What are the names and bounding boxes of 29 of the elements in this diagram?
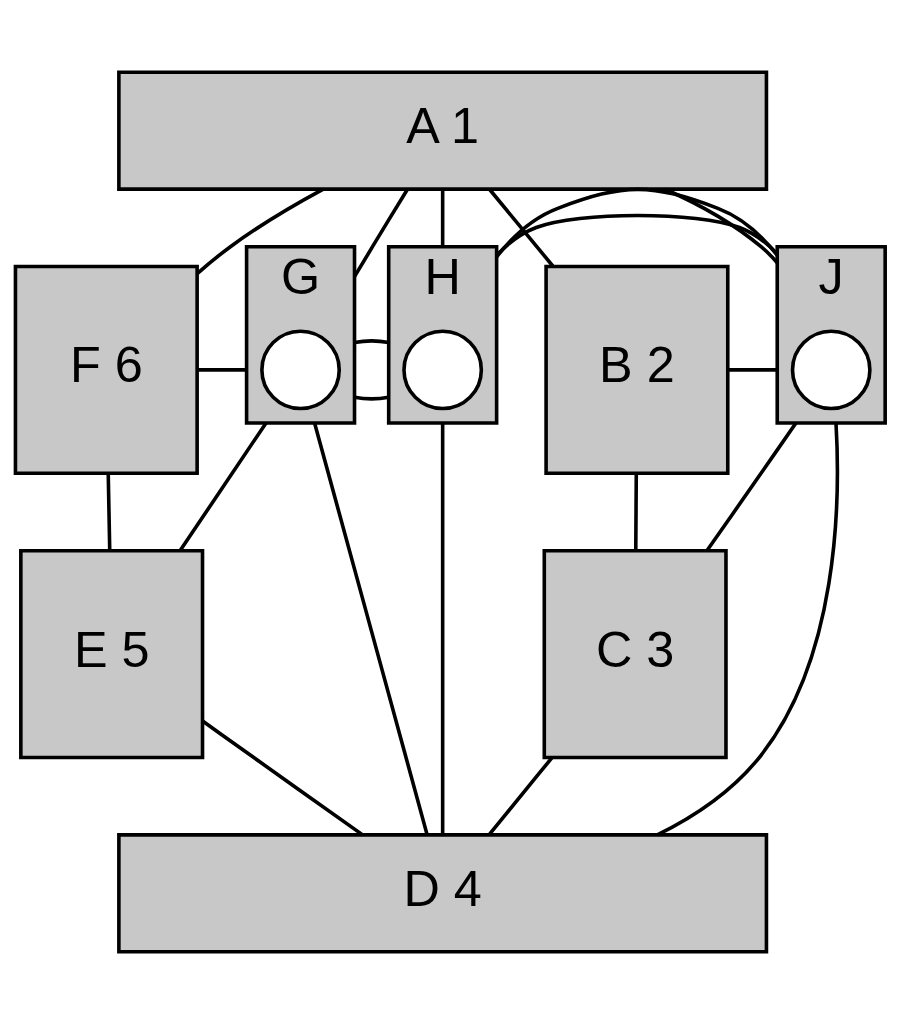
node-box: C 3 — [542, 548, 728, 760]
node-box: D 4 — [117, 833, 769, 954]
connector — [728, 368, 778, 372]
connector — [495, 187, 779, 259]
connector — [354, 395, 390, 401]
connector — [487, 756, 554, 836]
node-box: E 5 — [19, 548, 205, 760]
connector — [106, 473, 112, 551]
connector — [440, 189, 445, 247]
cluster: G — [244, 244, 357, 425]
connector — [705, 421, 798, 552]
connector — [312, 422, 429, 835]
connector — [634, 473, 639, 551]
connector — [656, 422, 840, 837]
node-box: B 2 — [544, 264, 730, 476]
node-circle — [790, 329, 872, 411]
node-box: A 1 — [117, 70, 769, 191]
connector — [664, 187, 779, 264]
node-circle — [260, 329, 342, 411]
connector — [495, 213, 779, 257]
connector — [440, 422, 445, 835]
connector — [197, 368, 247, 372]
cluster: J — [775, 244, 887, 425]
connector — [354, 339, 390, 345]
connector — [488, 188, 555, 268]
connector — [178, 421, 268, 552]
node-box: F 6 — [13, 264, 199, 476]
node-circle — [402, 329, 484, 411]
cluster: H — [386, 244, 499, 425]
